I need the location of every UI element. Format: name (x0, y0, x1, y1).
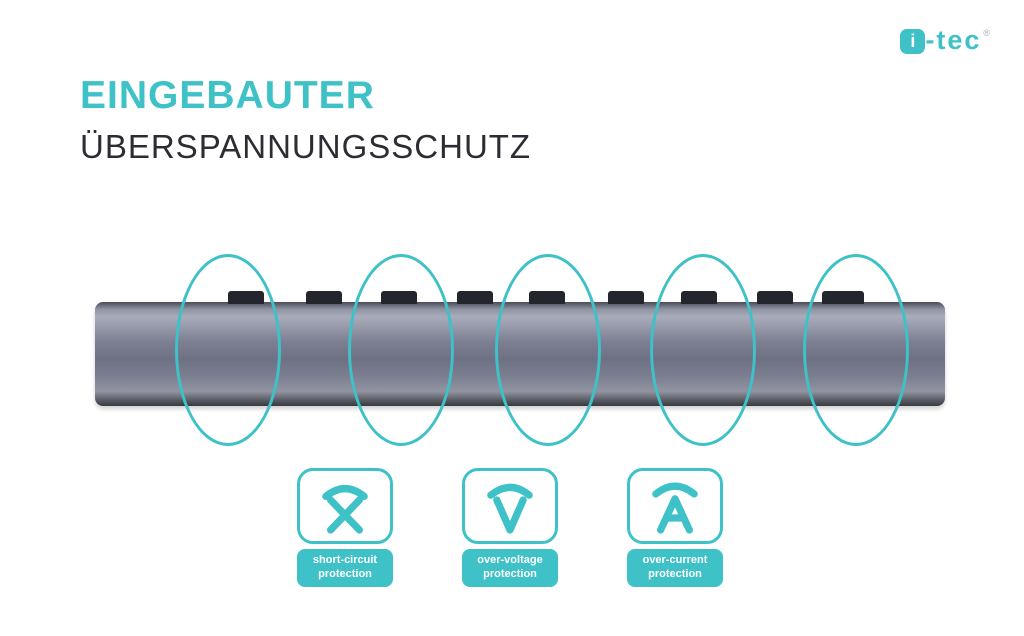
itec-logo-square-icon: i (900, 29, 926, 54)
registered-mark: ® (983, 28, 990, 38)
feature-label: over-current protection (627, 549, 723, 587)
over-voltage-icon (487, 483, 533, 534)
feature-label-line2: protection (483, 567, 537, 580)
port-tab (608, 291, 644, 304)
feature-card (297, 468, 393, 544)
feature-card (627, 468, 723, 544)
port-tab (757, 291, 793, 304)
short-circuit-icon (322, 485, 368, 534)
coil-ring (348, 254, 454, 446)
feature-card (462, 468, 558, 544)
feature-label: over-voltage protection (462, 549, 558, 587)
itec-logo-text: -tec (925, 25, 982, 55)
over-current-icon (652, 482, 698, 534)
feature-label: short-circuit protection (297, 549, 393, 587)
page-title-line1: EINGEBAUTER (80, 74, 375, 117)
feature-label-line2: protection (318, 567, 372, 580)
port-tab (457, 291, 493, 304)
feature-label-line1: over-voltage (477, 554, 543, 566)
coil-ring (650, 254, 756, 446)
coil-ring (175, 254, 281, 446)
port-tab (306, 291, 342, 304)
feature-over-voltage: over-voltage protection (462, 468, 558, 587)
itec-logo: i -tec ® (900, 25, 990, 56)
coil-ring (495, 254, 601, 446)
page-title-line2: ÜBERSPANNUNGSSCHUTZ (80, 128, 532, 165)
feature-short-circuit: short-circuit protection (297, 468, 393, 587)
coil-ring (803, 254, 909, 446)
feature-over-current: over-current protection (627, 468, 723, 587)
feature-label-line1: short-circuit (312, 554, 378, 566)
feature-label-line1: over-current (642, 554, 708, 566)
feature-label-line2: protection (648, 567, 702, 580)
